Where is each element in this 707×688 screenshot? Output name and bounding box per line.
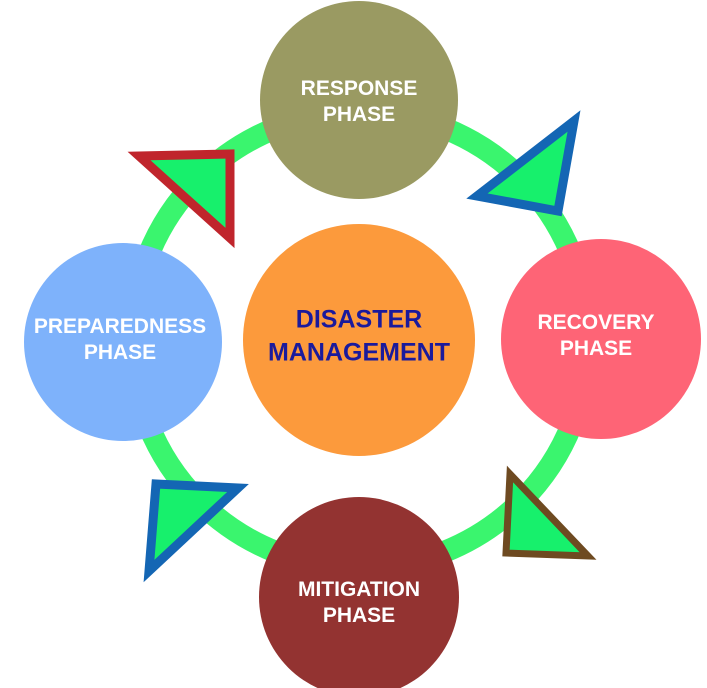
preparedness-phase-circle [24, 243, 222, 441]
arrow-response-to-recovery [466, 110, 581, 217]
recovery-phase-circle [501, 239, 701, 439]
mitigation-phase-circle [259, 497, 459, 688]
arrow-mitigation-to-preparedness [143, 479, 249, 583]
disaster-management-center-circle [243, 224, 475, 456]
arrow-recovery-to-mitigation [502, 465, 597, 560]
response-phase-circle [260, 1, 458, 199]
arrow-preparedness-to-response [127, 149, 235, 249]
